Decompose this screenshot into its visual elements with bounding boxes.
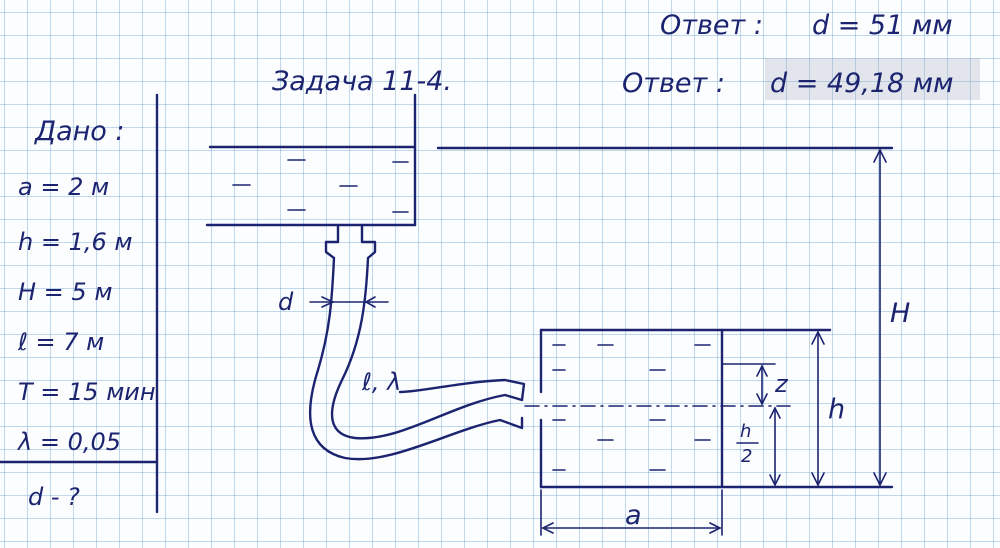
answer-2-value: d = 49,18 мм [770,68,954,99]
given-item: H = 5 м [18,278,112,306]
dimension-H: H [873,148,910,487]
svg-text:2: 2 [741,446,752,467]
svg-text:h: h [740,421,751,442]
dimension-z: z [756,364,789,406]
label-pipe-length-friction: ℓ, λ [361,368,401,396]
answer-2-label: Ответ : [622,68,725,99]
dimension-a: a [540,489,723,536]
svg-text:z: z [774,370,789,398]
problem-title: Задача 11-4. [272,66,452,97]
answer-1-value: d = 51 мм [812,10,953,41]
svg-text:h: h [828,394,845,425]
given-item: λ = 0,05 [16,428,121,456]
svg-text:H: H [890,298,910,329]
pipe: d ℓ, λ [278,223,526,461]
upper-tank [205,93,894,227]
svg-text:a: a [625,500,642,531]
lower-tank [524,328,894,489]
answer-highlight [765,58,980,100]
dimension-h: h [811,330,845,487]
answer-1-label: Ответ : [660,10,763,41]
given-item: h = 1,6 м [18,228,132,256]
dimension-h-half: h 2 [736,406,781,487]
given-item: ℓ = 7 м [17,328,104,356]
find-item: d - ? [28,483,80,511]
given-item: a = 2 м [18,173,109,201]
given-item: T = 15 мин [18,378,156,406]
label-diameter: d [278,288,294,316]
given-heading: Дано : [34,116,125,147]
